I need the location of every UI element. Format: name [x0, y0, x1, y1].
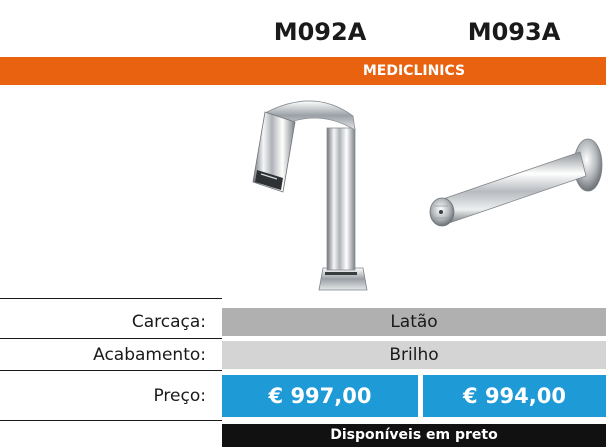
brand-bar	[0, 57, 606, 85]
model-code-m093a: M093A	[467, 18, 561, 46]
price-m093a: € 994,00	[423, 375, 606, 417]
row-divider	[0, 338, 222, 339]
value-carcaca: Latão	[222, 308, 606, 336]
brand-name: MEDICLINICS	[362, 63, 466, 79]
product-image-m092a-tap	[252, 100, 368, 291]
label-carcaca: Carcaça:	[131, 312, 206, 332]
label-acabamento: Acabamento:	[93, 345, 206, 365]
product-image-m093a-spout	[429, 138, 603, 227]
row-divider	[0, 370, 222, 371]
price-m092a: € 997,00	[222, 375, 418, 417]
availability-note: Disponíveis em preto	[222, 424, 606, 447]
row-divider	[0, 420, 222, 421]
label-preco: Preço:	[153, 386, 206, 406]
model-code-m092a: M092A	[273, 18, 367, 46]
value-acabamento: Brilho	[222, 341, 606, 369]
row-divider	[0, 298, 222, 299]
